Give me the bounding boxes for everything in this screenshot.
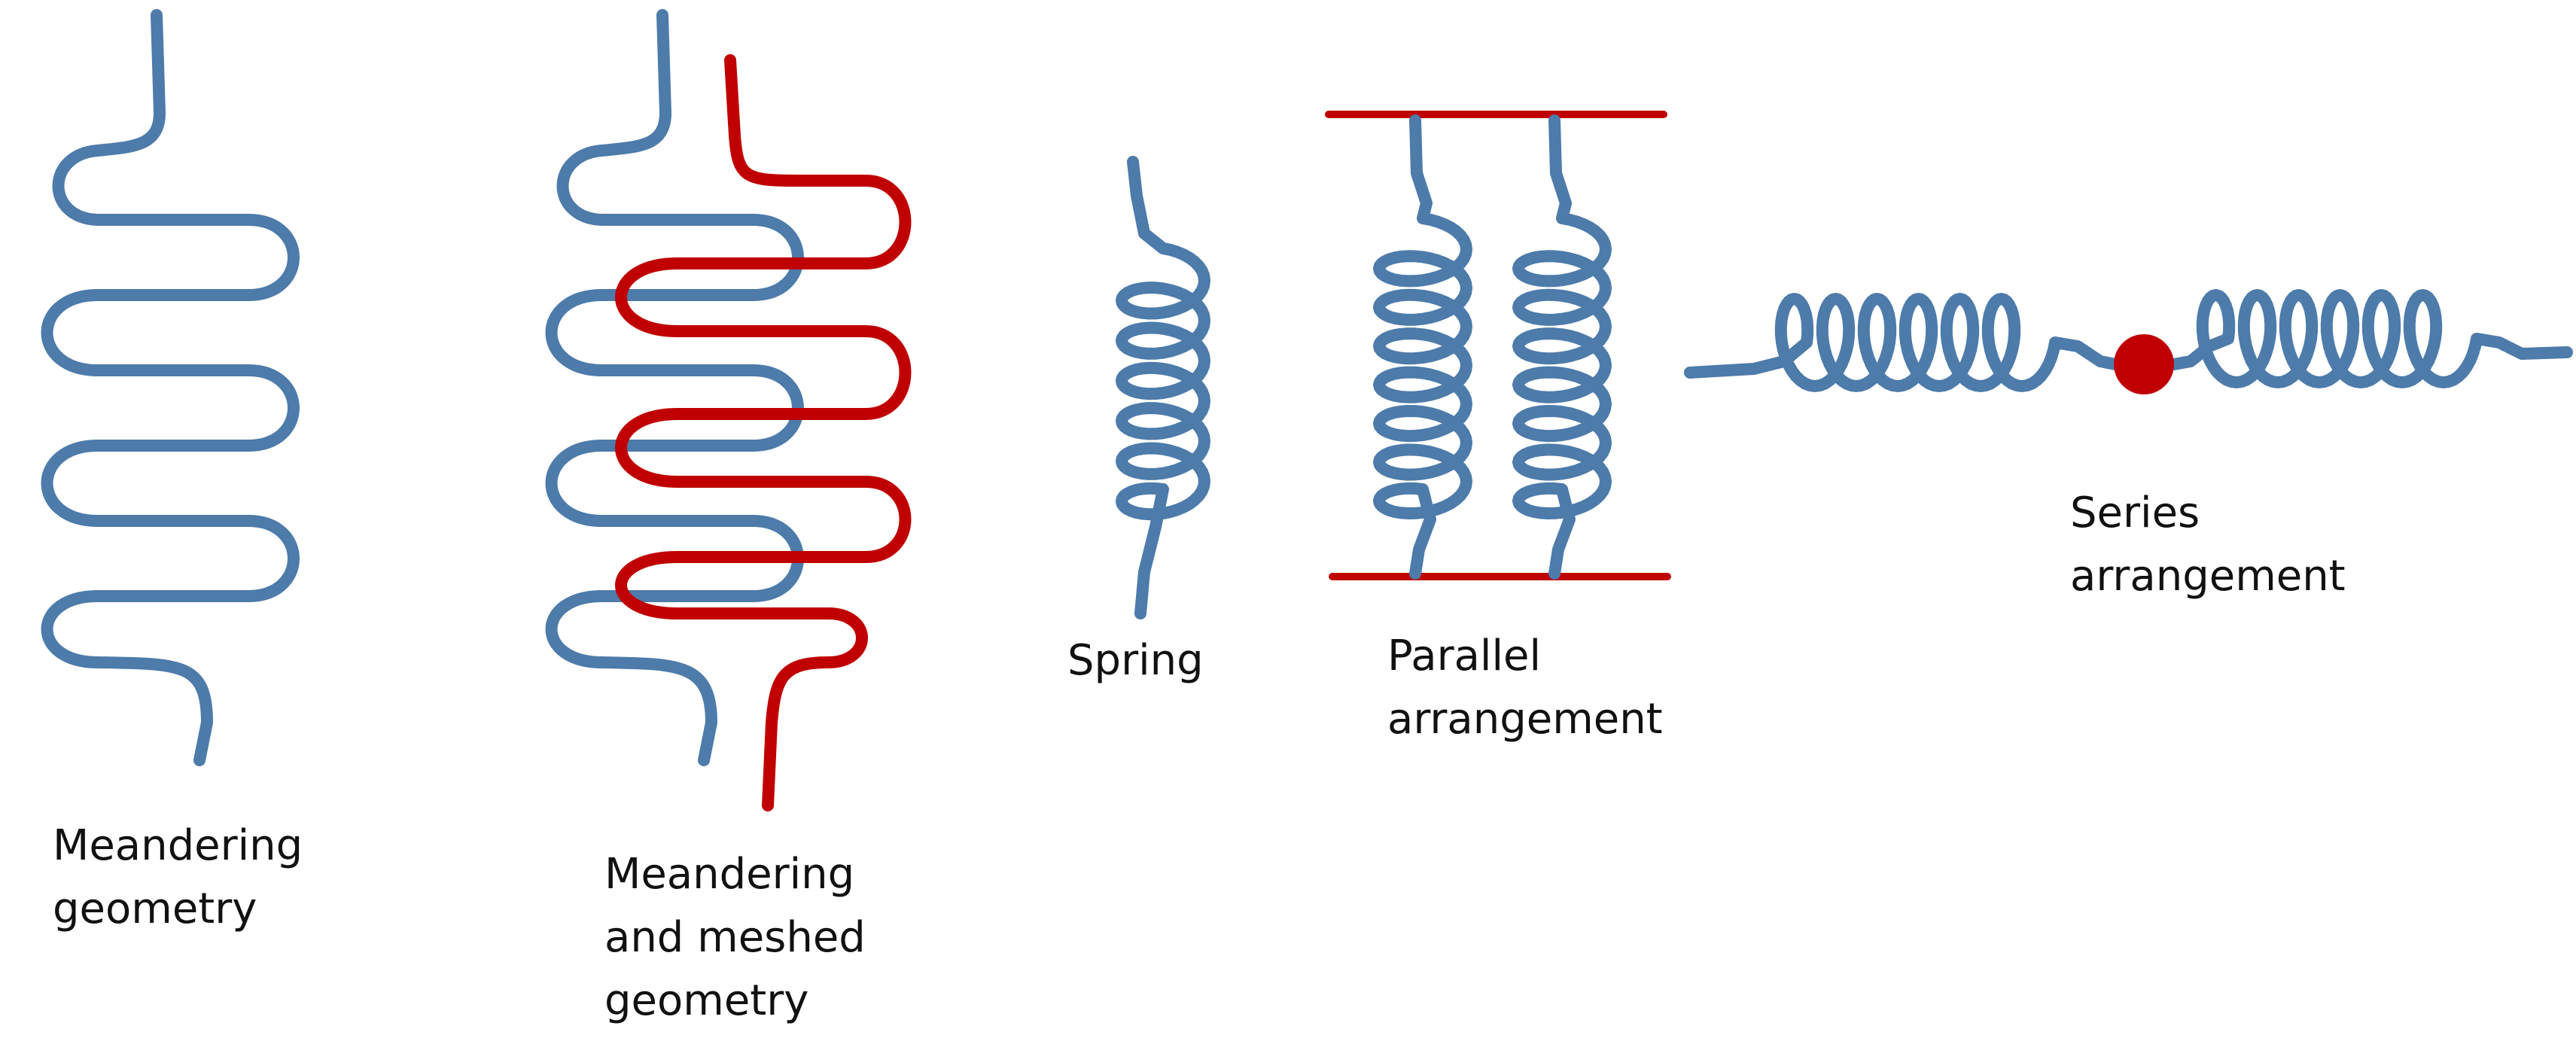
meandering-geometry [41, 9, 300, 766]
label-line: geometry [604, 976, 809, 1025]
parallel-spring-right [1512, 114, 1612, 580]
label-meandering-geometry: Meandering geometry [53, 814, 303, 941]
meander-wire [41, 9, 300, 766]
label-line: Series [2070, 489, 2200, 537]
series-spring-left [1684, 293, 2121, 392]
series-junction-node [2114, 334, 2174, 394]
meshed-red-wire [615, 54, 912, 811]
label-series-arrangement: Series arrangement [2070, 482, 2346, 608]
label-parallel-arrangement: Parallel arrangement [1387, 625, 1663, 751]
label-line: and meshed [604, 913, 866, 962]
meshed-geometry [545, 9, 912, 811]
series-spring-right [2168, 289, 2573, 388]
spring-diagram [1116, 156, 1210, 619]
label-line: Spring [1067, 636, 1204, 685]
parallel-arrangement [1325, 111, 1671, 580]
label-line: Meandering [604, 850, 855, 899]
meshed-blue-wire [545, 9, 804, 766]
series-arrangement [1684, 289, 2573, 394]
label-line: geometry [53, 884, 257, 933]
label-line: Parallel [1387, 632, 1542, 680]
label-meshed-geometry: Meandering and meshed geometry [604, 843, 866, 1033]
label-line: arrangement [2070, 552, 2346, 601]
label-spring: Spring [1067, 629, 1204, 693]
parallel-spring-left [1373, 114, 1472, 580]
label-line: Meandering [53, 821, 303, 870]
label-line: arrangement [1387, 695, 1663, 744]
spring-coil [1116, 156, 1210, 619]
